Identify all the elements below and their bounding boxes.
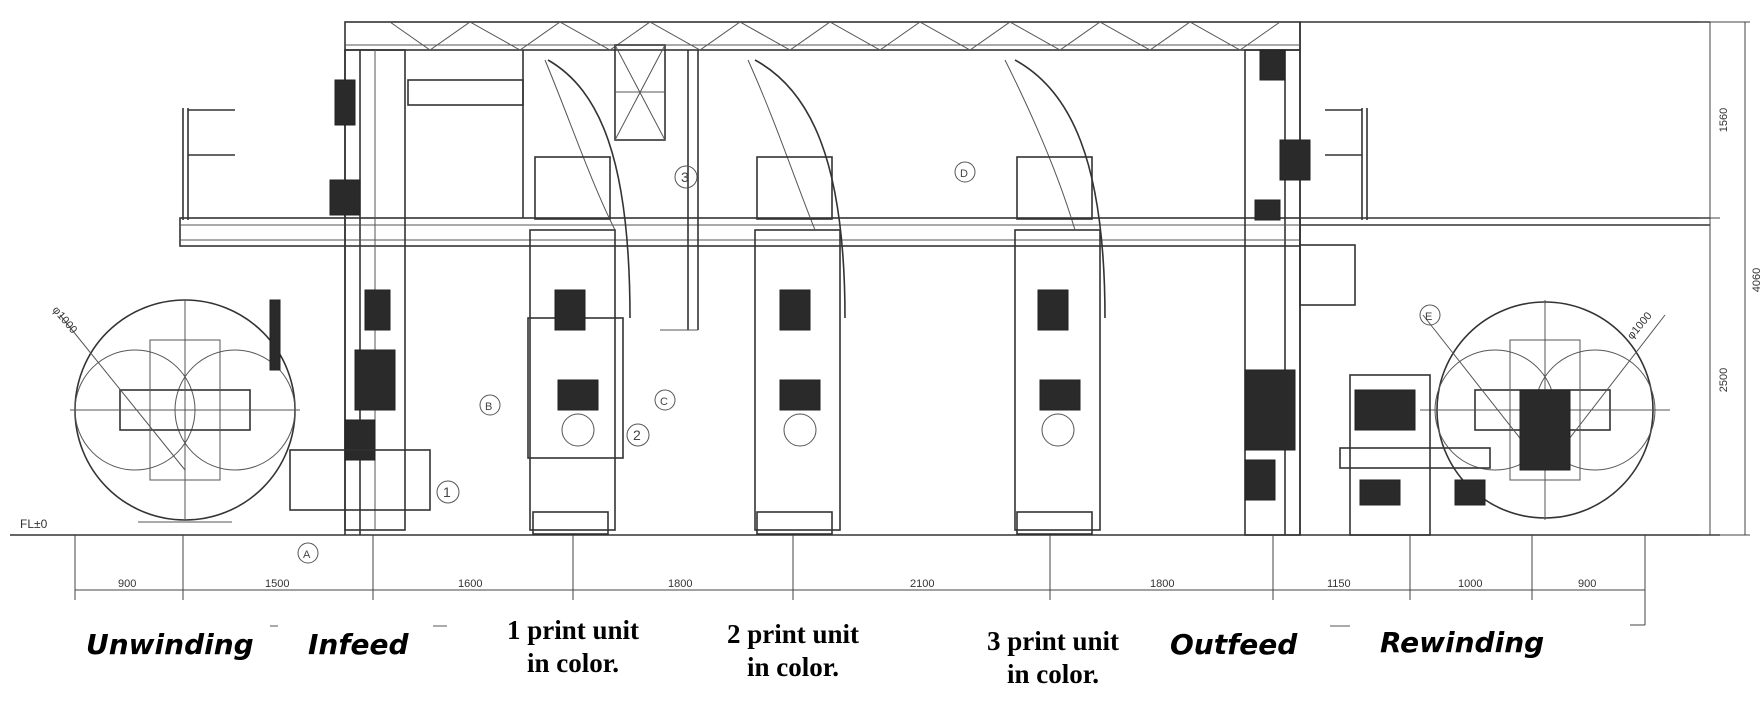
label-print-unit-3-line1: 3 print unit xyxy=(986,626,1120,656)
callout-c: C xyxy=(654,389,676,411)
diameter-rewind: φ1000 xyxy=(1625,310,1655,342)
dim-1150: 1150 xyxy=(1327,578,1351,590)
print-unit-2 xyxy=(747,59,846,535)
label-print-unit-2: 2 print unit in color. xyxy=(718,618,868,684)
dim-1600: 1600 xyxy=(458,578,482,590)
label-print-unit-2-line2: in color. xyxy=(746,652,839,682)
dim-2500: 2500 xyxy=(1718,368,1730,392)
callout-d: D xyxy=(954,161,976,183)
dim-2100: 2100 xyxy=(910,578,934,590)
callout-3: 3 xyxy=(674,165,698,189)
svg-text:C: C xyxy=(660,396,668,408)
bottom-dimension-line xyxy=(74,535,1646,626)
outfeed-column xyxy=(1244,49,1356,536)
main-beam xyxy=(179,217,1301,247)
right-bracket xyxy=(1325,108,1368,220)
svg-text:1: 1 xyxy=(443,484,451,500)
right-dimension-line xyxy=(1700,21,1750,536)
label-print-unit-1: 1 print unit in color. xyxy=(498,614,648,680)
right-extension xyxy=(1300,21,1710,226)
label-print-unit-1-line2: in color. xyxy=(526,648,619,678)
dim-1800-b: 1800 xyxy=(1150,578,1174,590)
svg-text:3: 3 xyxy=(681,169,689,185)
callout-2: 2 xyxy=(626,423,650,447)
rewinding-reel xyxy=(1420,300,1670,520)
infeed-column xyxy=(289,49,431,531)
dim-1000: 1000 xyxy=(1458,578,1482,590)
callout-a: A xyxy=(297,542,319,564)
print-unit-3 xyxy=(1004,59,1106,535)
label-unwinding: Unwinding xyxy=(86,628,254,661)
label-rewinding: Rewinding xyxy=(1380,626,1545,659)
svg-text:A: A xyxy=(303,549,311,561)
label-print-unit-1-line1: 1 print unit xyxy=(506,615,640,645)
unwinding-reel xyxy=(59,299,300,523)
dim-1560: 1560 xyxy=(1718,108,1730,132)
callout-e: E xyxy=(1419,304,1441,326)
callout-1: 1 xyxy=(436,480,460,504)
dim-1500: 1500 xyxy=(265,578,289,590)
dim-900-left: 900 xyxy=(118,578,136,590)
print-unit-1 xyxy=(527,44,699,535)
dim-1800-a: 1800 xyxy=(668,578,692,590)
rewinding-base xyxy=(1339,374,1491,536)
svg-text:D: D xyxy=(960,168,968,180)
label-print-unit-3: 3 print unit in color. xyxy=(978,625,1128,691)
label-infeed: Infeed xyxy=(308,628,409,661)
svg-text:B: B xyxy=(485,401,492,413)
dim-4060: 4060 xyxy=(1751,268,1762,292)
callout-b: B xyxy=(479,394,501,416)
ground-label: FL±0 xyxy=(20,517,48,531)
label-outfeed: Outfeed xyxy=(1170,628,1298,661)
svg-text:E: E xyxy=(1425,311,1432,323)
left-bracket xyxy=(182,108,235,220)
top-frame xyxy=(344,21,1301,535)
svg-text:2: 2 xyxy=(633,427,641,443)
dim-900-right: 900 xyxy=(1578,578,1596,590)
label-print-unit-2-line1: 2 print unit xyxy=(726,619,860,649)
label-print-unit-3-line2: in color. xyxy=(1006,659,1099,689)
diameter-unwind: φ1000 xyxy=(50,304,80,336)
infeed-top-box xyxy=(407,79,524,106)
